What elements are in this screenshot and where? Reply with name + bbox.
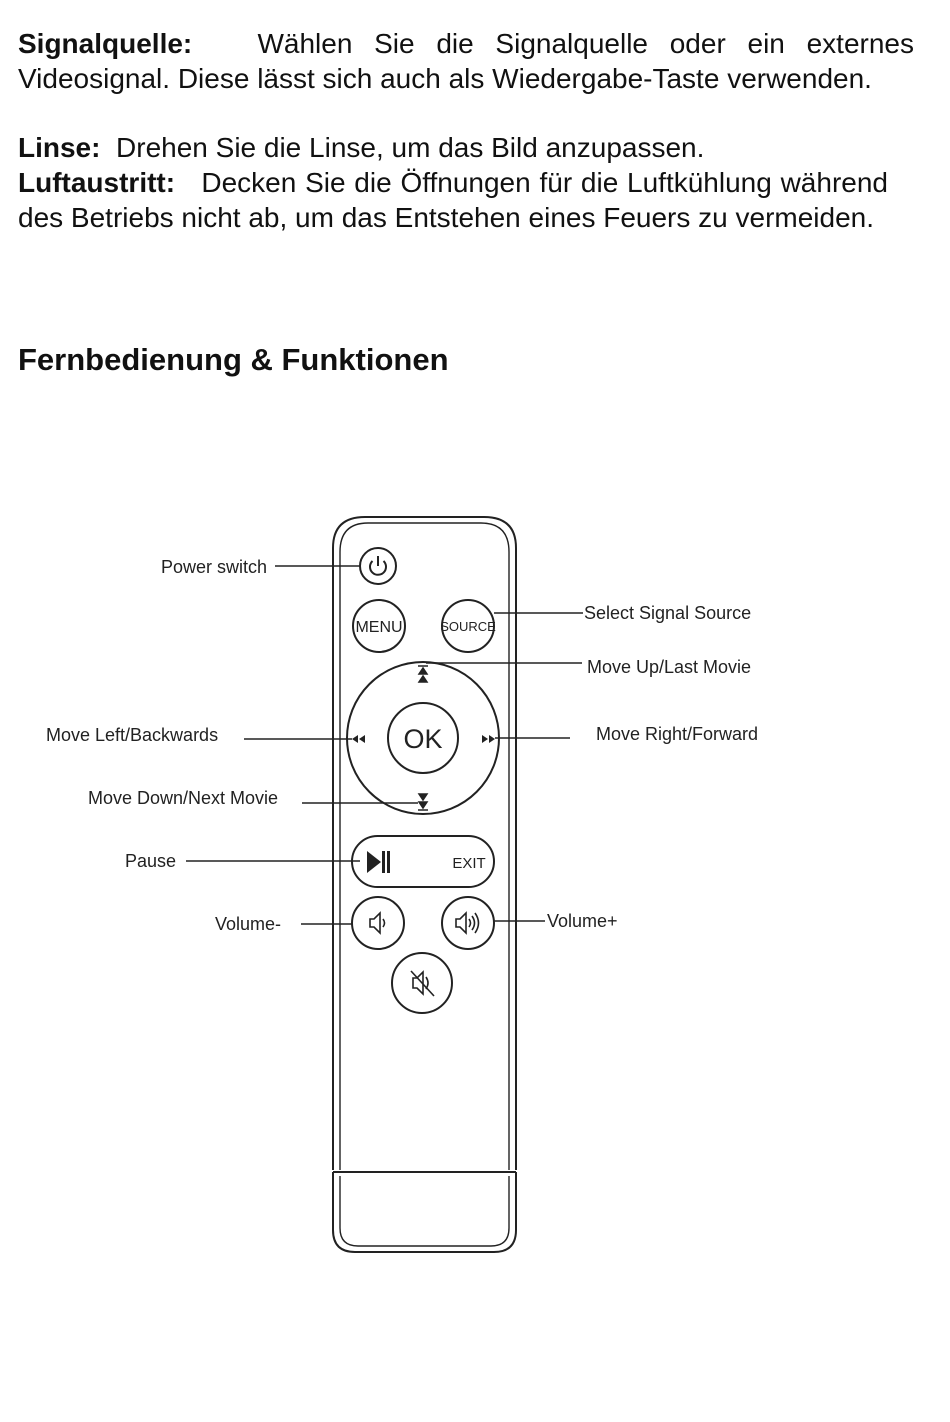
arrow-left-icon[interactable] [352,735,365,743]
section-heading: Fernbedienung & Funktionen [18,342,449,377]
text-luftaustritt: Decken Sie die Öffnungen für die Luftküh… [18,167,888,233]
play-pause-exit-button[interactable]: EXIT [351,835,495,888]
label-move-left: Move Left/Backwards [46,725,218,745]
label-select-signal-source: Select Signal Source [584,603,751,623]
label-pause: Pause [125,851,176,871]
term-linse: Linse: [18,132,101,163]
label-volume-up: Volume+ [547,911,618,931]
menu-button-label: MENU [355,619,402,636]
volume-up-button[interactable] [441,896,495,950]
paragraph-signalquelle: Signalquelle: Wählen Sie die Signalquell… [18,27,914,96]
volume-up-icon [455,911,480,935]
source-button[interactable]: SOURCE [440,599,496,653]
source-button-label: SOURCE [440,619,496,634]
leader-lines [186,565,583,925]
text-linse: Drehen Sie die Linse, um das Bild anzupa… [116,132,705,163]
volume-down-button[interactable] [351,896,405,950]
label-move-down: Move Down/Next Movie [88,788,278,808]
label-volume-down: Volume- [215,914,281,934]
mute-icon [410,970,435,997]
volume-down-icon [369,911,386,935]
label-move-right: Move Right/Forward [596,724,758,744]
label-power-switch: Power switch [161,557,267,577]
paragraph-linse: Linse: Drehen Sie die Linse, um das Bild… [18,131,914,166]
power-button[interactable] [359,547,397,585]
play-pause-icon [367,851,390,873]
arrow-down-icon[interactable] [417,793,429,811]
remote-body [332,516,517,1253]
mute-button[interactable] [391,952,453,1014]
label-move-up: Move Up/Last Movie [587,657,751,677]
arrow-up-icon[interactable] [417,665,429,683]
term-signalquelle: Signalquelle: [18,28,193,59]
menu-button[interactable]: MENU [352,599,406,653]
paragraph-luftaustritt: Luftaustritt: Decken Sie die Öffnungen f… [18,166,888,235]
term-luftaustritt: Luftaustritt: [18,167,176,198]
text-signalquelle: Wählen Sie die Signalquelle oder ein ext… [18,28,914,94]
power-icon [369,556,387,576]
ok-button[interactable]: OK [387,702,459,774]
exit-button-label: EXIT [452,855,485,872]
ok-button-label: OK [403,724,442,754]
arrow-right-icon[interactable] [482,735,495,743]
